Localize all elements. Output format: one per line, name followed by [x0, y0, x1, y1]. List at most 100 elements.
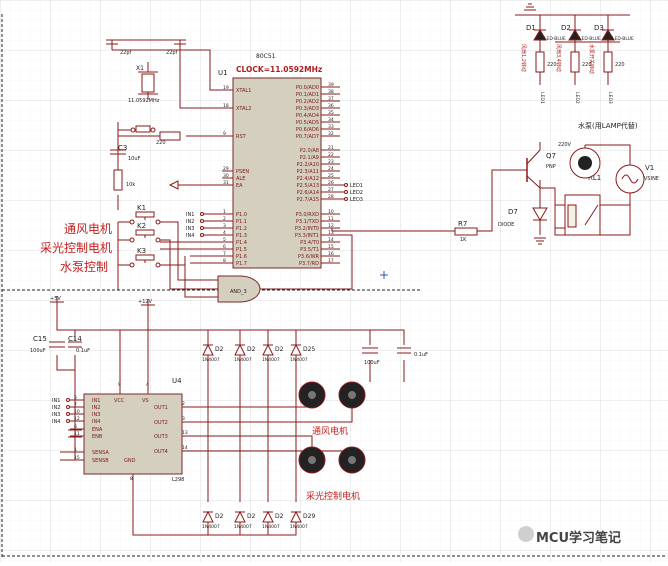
key-contact [129, 237, 135, 243]
v5-label: +5V [50, 296, 61, 302]
mcu-pin-number: 34 [328, 117, 334, 123]
mcu-pin-number: 38 [328, 89, 334, 95]
csmall-value: 0.1uF [414, 352, 428, 358]
diode-symbol [234, 510, 246, 523]
mcu-pin-name: P3.1/TXD [296, 219, 319, 225]
driver-pin-number: 14 [182, 445, 188, 451]
diode-type: 1N4007 [290, 357, 308, 363]
mcu-pin-number: 28 [328, 194, 334, 200]
crystal-ref: X1 [136, 65, 144, 72]
mcu-pin-number: 8 [223, 258, 226, 264]
lamp-label: 水泵(用LAMP代替) [578, 122, 638, 130]
led-type: LED-BLUE [579, 36, 601, 42]
in-label: IN4 [186, 233, 194, 239]
mcu-pin-number: 9 [223, 131, 226, 137]
mcu-pin-number: 3 [223, 223, 226, 229]
key-contact [129, 219, 135, 225]
driver-pin-name: ENB [92, 434, 103, 440]
mcu-pin-number: 19 [223, 85, 229, 91]
led-net-port [344, 190, 348, 194]
mcu-pin-name: P2.1/A9 [300, 155, 319, 161]
led-symbol [533, 29, 547, 41]
mcu-pin-name: P0.7/AD7 [296, 134, 319, 140]
mcu-pin-name: P1.5 [236, 247, 247, 253]
mcu-pin-number: 25 [328, 173, 334, 179]
led-symbol [568, 29, 582, 41]
mcu-clock-label: CLOCK=11.0592MHz [236, 65, 322, 74]
q7-ref: Q7 [546, 152, 556, 160]
key-actuator [135, 229, 155, 236]
mcu-pin-number: 35 [328, 110, 334, 116]
key-actuator [135, 254, 155, 261]
driver-pin-name: ENA [92, 427, 103, 433]
motor-hub [348, 391, 356, 399]
diode-ref: D2 [275, 346, 284, 353]
led-symbol [601, 29, 615, 41]
driver-pin-name: OUT1 [154, 405, 168, 411]
driver-pin-name: VS [142, 398, 149, 404]
mcu-pin-number: 27 [328, 187, 334, 193]
diode-ref: D29 [303, 513, 315, 520]
cbig-value: 100uF [364, 360, 380, 366]
mcu-pin-number: 33 [328, 124, 334, 130]
hbridge-diodes: D21N4007D21N4007D21N4007D251N4007D21N400… [202, 343, 315, 530]
diode-ref: D2 [247, 513, 256, 520]
mcu-left-pins: XTAL119XTAL218RST9PSEN29ALE30EA31P1.01P1… [222, 85, 251, 267]
driver-in-label: IN1 [52, 398, 60, 404]
mcu-pin-number: 11 [328, 216, 334, 222]
mcu-pin-number: 10 [328, 209, 334, 215]
led-ref: D1 [526, 24, 536, 32]
mcu-chip: 80C51 CLOCK=11.0592MHz U1 XTAL119XTAL218… [218, 53, 340, 269]
mcu-pin-name: P3.2/INT0 [295, 226, 319, 232]
driver-in-port [66, 405, 70, 409]
mcu-pin-number: 17 [328, 258, 334, 264]
mcu-pin-number: 21 [328, 145, 334, 151]
in-label: IN1 [186, 212, 194, 218]
diode-symbol [262, 343, 274, 356]
driver-pin-name: SENSA [92, 450, 109, 456]
cap2-value: 22pf [166, 50, 178, 56]
mcu-pin-number: 2 [223, 216, 226, 222]
d7-ref: D7 [508, 208, 518, 216]
mcu-pin-number: 4 [223, 230, 226, 236]
key-label-3: 水泵控制 [60, 260, 109, 274]
mcu-pin-name: P0.6/AD6 [296, 127, 319, 133]
diode-type: 1N4007 [202, 357, 220, 363]
mcu-pin-number: 15 [328, 244, 334, 250]
driver-pin-number: 11 [74, 431, 80, 437]
led-desc: 风扇1,2转动 [520, 44, 527, 72]
mcu-pin-name: P1.7 [236, 261, 247, 267]
driver-pin-number: 7 [74, 402, 77, 408]
driver-type: L298 [172, 477, 184, 483]
driver-in-label: IN2 [52, 405, 60, 411]
driver-pin-number: 2 [182, 401, 185, 407]
in-label: IN2 [186, 219, 194, 225]
led-net: LED3 [607, 92, 613, 104]
driver-in-label: IN3 [52, 412, 60, 418]
driver-in-port [66, 419, 70, 423]
diode-symbol [262, 510, 274, 523]
c14-value: 0.1uF [76, 348, 90, 354]
cap1-value: 22pf [120, 50, 132, 56]
in-port [200, 226, 204, 230]
mcu-pin-name: P2.5/A13 [297, 183, 319, 189]
driver-pin-number: 4 [146, 382, 149, 388]
relay-driver: R7 1K Q7 PNP D7 DIODE RL1 220V V1 VSINE [454, 3, 659, 245]
mcu-pin-name: P1.4 [236, 240, 247, 246]
driver-pin-number: 1 [74, 447, 77, 453]
v1-ref: V1 [645, 164, 654, 172]
driver-pin-number: 6 [74, 424, 77, 430]
diode-symbol [202, 510, 214, 523]
rl1-ref: RL1 [588, 174, 601, 182]
key-actuator [135, 211, 155, 218]
probe-marker [380, 271, 388, 279]
driver-pin-name: OUT2 [154, 420, 168, 426]
led-net-label: LED2 [350, 190, 363, 196]
mcu-pin-name: RST [236, 134, 247, 140]
mcu-pin-name: EA [236, 183, 243, 189]
led-ref: D2 [561, 24, 571, 32]
